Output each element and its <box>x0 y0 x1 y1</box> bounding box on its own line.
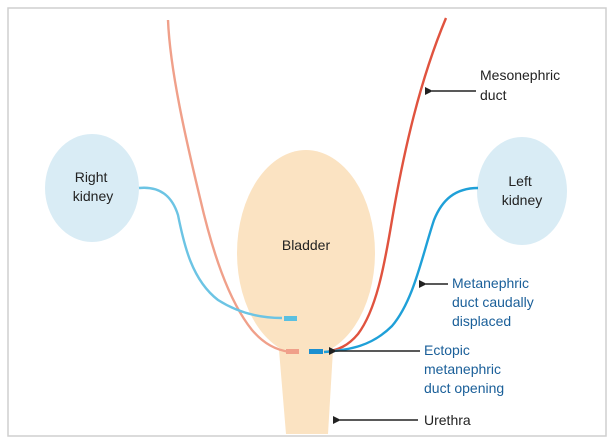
mesonephric-label-line2: duct <box>480 87 507 103</box>
ectopic-label-line2: metanephric <box>424 361 501 377</box>
ectopic-duct-opening <box>309 349 323 354</box>
metanephric-label-line3: displaced <box>452 313 511 329</box>
ectopic-label-line3: duct opening <box>424 380 504 396</box>
ectopic-opening-label: Ectopic metanephric duct opening <box>424 342 505 396</box>
mesonephric-opening <box>286 349 299 354</box>
mesonephric-label-line1: Mesonephric <box>480 67 560 83</box>
metanephric-duct-label: Metanephric duct caudally displaced <box>452 275 538 329</box>
normal-duct-opening <box>284 316 297 321</box>
urethra-label: Urethra <box>424 412 471 428</box>
bladder-label: Bladder <box>282 237 331 253</box>
ectopic-label-line1: Ectopic <box>424 342 470 358</box>
mesonephric-duct-label: Mesonephric duct <box>480 67 564 103</box>
right-kidney-label-line2: kidney <box>73 188 113 204</box>
right-kidney-label-line1: Right <box>75 169 108 185</box>
metanephric-label-line1: Metanephric <box>452 275 529 291</box>
left-kidney-shape <box>477 137 567 245</box>
left-kidney-label-line2: kidney <box>502 192 542 208</box>
urethra-shape <box>279 350 333 434</box>
left-kidney-label-line1: Left <box>508 173 531 189</box>
metanephric-label-line2: duct caudally <box>452 294 534 310</box>
bladder-shape <box>237 150 375 356</box>
